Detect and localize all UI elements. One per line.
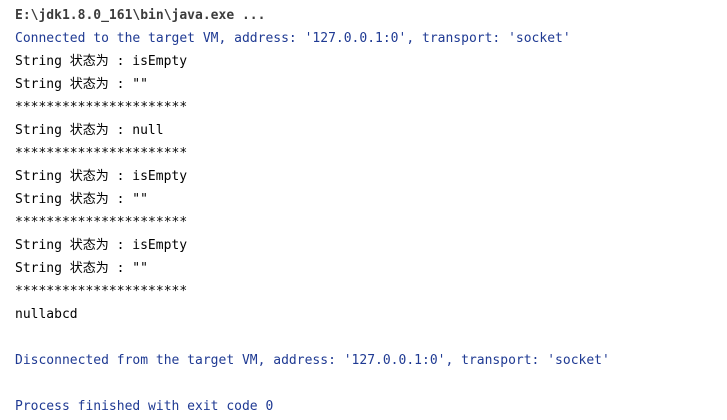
- blank-line: [15, 326, 727, 349]
- run-console: E:\jdk1.8.0_161\bin\java.exe ... Connect…: [15, 4, 727, 420]
- output-separator: **********************: [15, 284, 188, 299]
- output-line: String 状态为 : null: [15, 123, 164, 138]
- blank-line: [15, 372, 727, 395]
- output-line: String 状态为 : "": [15, 192, 148, 207]
- output-line: String 状态为 : isEmpty: [15, 238, 188, 253]
- output-line: String 状态为 : isEmpty: [15, 54, 188, 69]
- output-line: String 状态为 : "": [15, 261, 148, 276]
- output-separator: **********************: [15, 215, 188, 230]
- output-line: nullabcd: [15, 307, 78, 322]
- output-line: String 状态为 : isEmpty: [15, 169, 188, 184]
- output-separator: **********************: [15, 146, 188, 161]
- command-line: E:\jdk1.8.0_161\bin\java.exe ...: [15, 8, 266, 23]
- process-exit-message: Process finished with exit code 0: [15, 399, 274, 414]
- output-line: String 状态为 : "": [15, 77, 148, 92]
- vm-connected-message: Connected to the target VM, address: '12…: [15, 31, 571, 46]
- vm-disconnected-message: Disconnected from the target VM, address…: [15, 353, 610, 368]
- output-separator: **********************: [15, 100, 188, 115]
